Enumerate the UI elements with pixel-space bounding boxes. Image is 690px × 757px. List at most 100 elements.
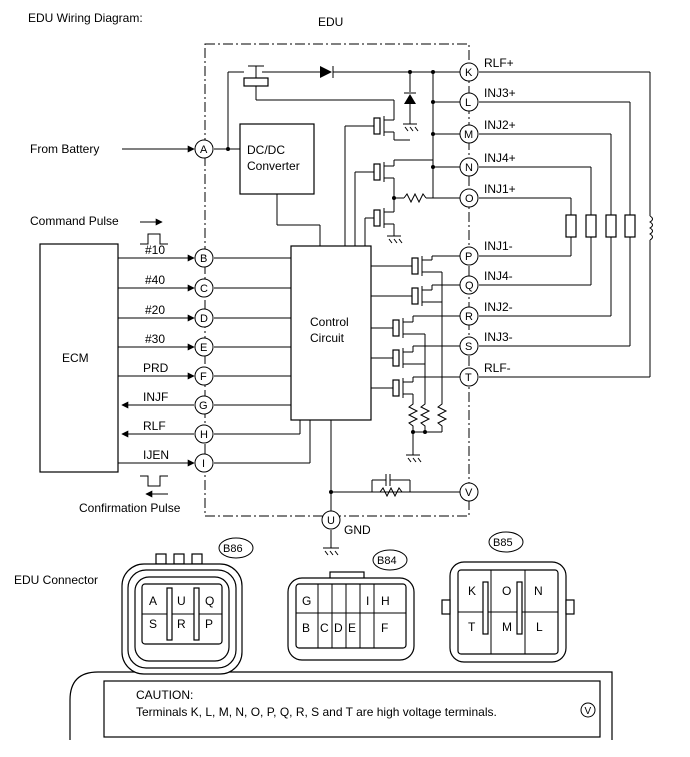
svg-text:U: U [177,594,186,608]
terminal-q: Q [459,275,479,295]
svg-text:L: L [536,620,543,634]
confirmation-pulse-label: Confirmation Pulse [79,501,181,515]
svg-text:D: D [200,313,208,325]
edu-connector-label: EDU Connector [14,573,98,587]
svg-text:P: P [205,617,213,631]
switch-transistor-1 [344,100,410,246]
svg-text:IJEN: IJEN [143,448,169,462]
svg-text:S: S [149,617,157,631]
svg-text:#40: #40 [145,273,165,287]
control-label-2: Circuit [310,331,345,345]
sense-resistor-2 [419,400,431,432]
svg-text:B: B [302,621,310,635]
edu-label: EDU [318,15,343,29]
svg-text:U: U [327,515,335,527]
switch-transistor-7 [371,345,460,368]
svg-text:INJF: INJF [143,390,168,404]
switch-transistor-2 [354,159,433,246]
svg-text:A: A [149,594,157,608]
sense-resistor-1 [407,400,419,440]
connector-housing-outline [69,671,613,740]
caution-title: CAUTION: [136,688,193,702]
svg-text:O: O [502,584,511,598]
connector-b85: B85 K O N T M L [441,531,575,663]
caution-box [103,680,601,738]
svg-text:B86: B86 [223,543,243,555]
caution-badge [580,702,596,718]
svg-text:V: V [465,487,473,499]
terminal-p: P [459,246,479,266]
signal-d: #20 [118,303,291,322]
svg-text:G: G [199,400,208,412]
label-inj2-minus: INJ2- [484,300,513,314]
connector-b84: B84 G I H B C D E F [287,549,415,661]
from-battery-label: From Battery [30,142,99,156]
svg-text:R: R [177,617,186,631]
switch-transistor-5 [371,284,460,306]
dcdc-label-1: DC/DC [247,143,285,157]
terminal-e: E [194,337,214,357]
terminal-h: H [194,424,214,444]
svg-text:N: N [465,162,473,174]
terminal-o: O [459,188,479,208]
svg-text:B84: B84 [377,555,397,567]
svg-text:H: H [381,594,390,608]
svg-text:I: I [366,594,369,608]
signal-e: #30 [118,332,291,351]
ecm-label: ECM [62,351,89,365]
terminal-n: N [459,157,479,177]
terminal-k: K [459,62,479,82]
terminal-l: L [459,92,479,112]
svg-text:#20: #20 [145,303,165,317]
label-inj2-plus: INJ2+ [484,118,516,132]
svg-text:P: P [465,251,472,263]
svg-text:E: E [200,342,207,354]
svg-text:D: D [334,621,343,635]
switch-transistor-4 [371,255,460,276]
dcdc-converter [239,123,315,195]
svg-text:Q: Q [205,594,214,608]
svg-text:F: F [200,371,207,383]
pulse-high-icon [140,233,168,245]
label-inj3-plus: INJ3+ [484,86,516,100]
control-label-1: Control [310,315,349,329]
svg-text:L: L [465,97,471,109]
svg-text:A: A [200,144,208,156]
diagram-title: EDU Wiring Diagram: [28,11,143,25]
svg-text:M: M [502,620,512,634]
terminal-v: V [459,482,479,502]
terminal-a: A [194,139,214,159]
signal-f: PRD [118,361,291,380]
connector-b86: B86 A U Q S R P [121,537,254,675]
label-inj4-plus: INJ4+ [484,151,516,165]
svg-text:C: C [200,283,208,295]
svg-text:RLF: RLF [143,419,166,433]
label-inj1-plus: INJ1+ [484,182,516,196]
ecm-box [39,243,119,473]
injector-wiring [479,71,653,378]
svg-text:G: G [302,594,311,608]
terminal-s: S [459,336,479,356]
switch-transistor-8 [371,376,460,400]
caution-badge-letter: V [585,706,592,717]
signal-c: #40 [118,273,291,292]
terminal-b: B [194,248,214,268]
svg-text:B: B [200,253,207,265]
svg-text:C: C [320,621,329,635]
svg-text:O: O [465,193,474,205]
svg-text:F: F [381,621,388,635]
label-inj3-minus: INJ3- [484,330,513,344]
label-rlf-minus: RLF- [484,361,511,375]
svg-text:#10: #10 [145,243,165,257]
svg-text:T: T [465,372,472,384]
terminal-f: F [194,366,214,386]
sense-resistor-3 [436,400,448,432]
rc-filter [371,474,411,498]
svg-text:M: M [464,129,473,141]
label-inj1-minus: INJ1- [484,239,513,253]
svg-text:K: K [465,67,473,79]
svg-text:S: S [465,341,472,353]
svg-text:K: K [468,584,476,598]
svg-text:Q: Q [465,280,474,292]
